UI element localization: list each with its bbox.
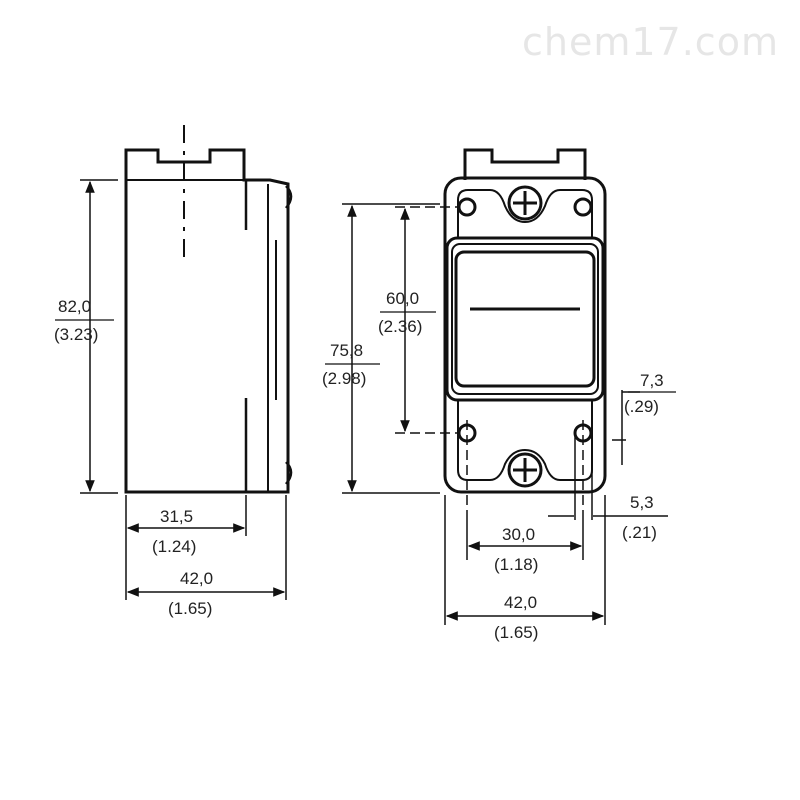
hole-offset-mm: 7,3 xyxy=(640,371,664,390)
hole-dia-mm: 5,3 xyxy=(630,493,654,512)
front-outer-height-mm: 75,8 xyxy=(330,341,363,360)
mounting-holes xyxy=(457,197,593,443)
front-outer-height-inch: (2.98) xyxy=(322,369,366,388)
bottom-screw-icon xyxy=(507,452,543,488)
side-view-body xyxy=(124,148,290,494)
top-screw-icon xyxy=(507,185,543,221)
front-inner-height-mm: 60,0 xyxy=(386,289,419,308)
side-width-inch: (1.65) xyxy=(168,599,212,618)
hole-offset-inch: (.29) xyxy=(624,397,659,416)
side-view: 82,0 (3.23) 31,5 (1.24) 42,0 (1.65) xyxy=(54,125,293,618)
front-inner-height-inch: (2.36) xyxy=(378,317,422,336)
front-width-mm: 42,0 xyxy=(504,593,537,612)
hole-dia-inch: (.21) xyxy=(622,523,657,542)
front-width-inch: (1.65) xyxy=(494,623,538,642)
side-height-inch: (3.23) xyxy=(54,325,98,344)
watermark-text: chem17.com xyxy=(522,20,779,64)
hole-spacing-inch: (1.18) xyxy=(494,555,538,574)
front-view-window-frame xyxy=(445,236,605,402)
front-view-screen xyxy=(454,250,596,388)
front-view-body xyxy=(443,176,607,494)
side-depth-inch: (1.24) xyxy=(152,537,196,556)
side-height-mm: 82,0 xyxy=(58,297,91,316)
side-depth-mm: 31,5 xyxy=(160,507,193,526)
side-width-mm: 42,0 xyxy=(180,569,213,588)
front-view: 75,8 (2.98) 60,0 (2.36) 7,3 (.29) 5,3 (.… xyxy=(322,148,676,642)
hole-spacing-mm: 30,0 xyxy=(502,525,535,544)
